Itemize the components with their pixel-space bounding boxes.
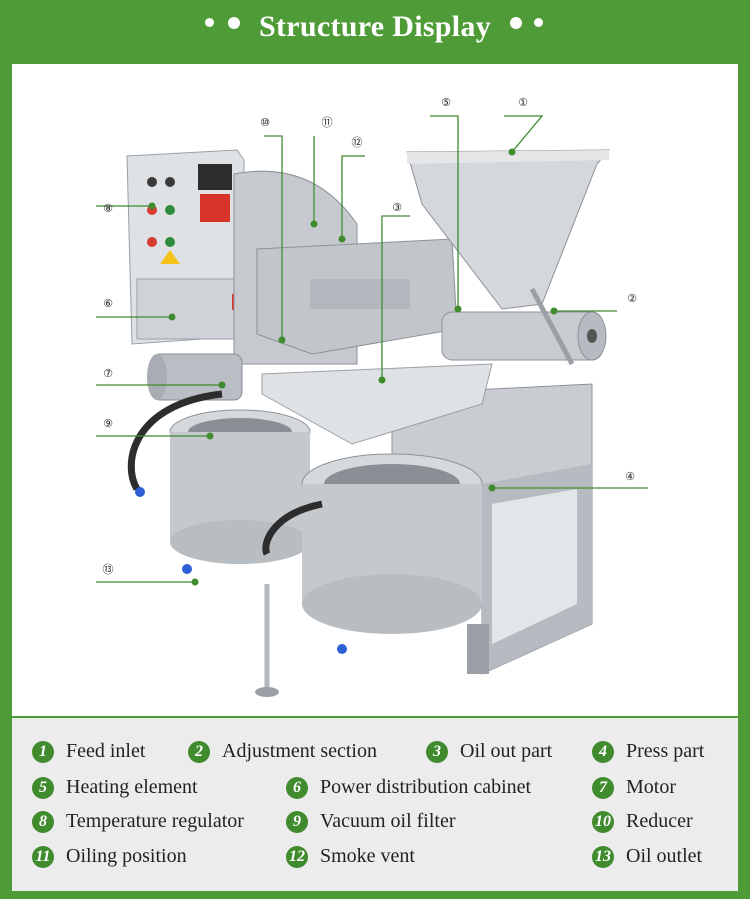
legend-label: Feed inlet	[66, 740, 146, 762]
callout-label-12: ⑫	[352, 136, 363, 149]
legend-label: Oiling position	[66, 845, 187, 867]
callout-labels: ① ② ③ ④ ⑤ ⑥ ⑦ ⑧ ⑨ ⑩ ⑪ ⑫ ⑬	[103, 96, 638, 576]
legend-number: 3	[426, 740, 448, 763]
filter-tank-right	[301, 453, 483, 634]
callout-dot	[338, 235, 346, 243]
legend-label: Temperature regulator	[66, 810, 244, 832]
callout-label-10: ⑩	[260, 116, 270, 129]
page-title: Structure Display	[258, 10, 492, 43]
callout-label-9: ⑨	[103, 417, 113, 430]
legend-item-reducer: 10 Reducer	[592, 810, 693, 833]
callout-dot	[278, 336, 286, 344]
legend-label: Heating element	[66, 776, 198, 798]
legend-number: 10	[592, 810, 614, 833]
legend-item-feed-inlet: 1 Feed inlet	[32, 740, 145, 763]
callout-label-11: ⑪	[322, 116, 333, 129]
callout-label-2: ②	[627, 292, 637, 305]
callout-lines	[96, 115, 648, 583]
hoses-and-valves	[127, 390, 347, 697]
legend-item-heating-element: 5 Heating element	[32, 776, 198, 799]
legend-number: 11	[32, 845, 54, 868]
filter-tank-left	[169, 409, 311, 564]
oil-tray	[261, 363, 493, 445]
callout-line-5	[430, 115, 459, 309]
legend-number: 12	[286, 845, 308, 868]
legend-number: 13	[592, 845, 614, 868]
machine-frame	[391, 383, 593, 675]
callout-dot	[454, 305, 462, 313]
machine-diagram: ① ② ③ ④ ⑤ ⑥ ⑦ ⑧ ⑨ ⑩ ⑪ ⑫ ⑬	[12, 64, 738, 716]
callout-line-10	[264, 135, 283, 340]
callout-dot	[191, 578, 199, 586]
callout-line-1	[504, 115, 544, 153]
legend-number: 1	[32, 740, 54, 763]
callout-label-8: ⑧	[103, 202, 113, 215]
legend-label: Vacuum oil filter	[320, 810, 456, 832]
callout-label-6: ⑥	[103, 297, 113, 310]
callout-label-3: ③	[392, 201, 402, 214]
callout-dot	[310, 220, 318, 228]
legend-label: Power distribution cabinet	[320, 776, 532, 798]
legend-number: 2	[188, 740, 210, 763]
callout-dot	[206, 432, 214, 440]
legend-item-press-part: 4 Press part	[592, 740, 704, 763]
legend-item-motor: 7 Motor	[592, 776, 676, 799]
header-dot	[534, 18, 543, 27]
legend-item-smoke-vent: 12 Smoke vent	[286, 845, 415, 868]
legend-item-vacuum-oil-filter: 9 Vacuum oil filter	[286, 810, 456, 833]
legend-item-oiling-position: 11 Oiling position	[32, 845, 187, 868]
legend-number: 8	[32, 810, 54, 833]
legend-item-temperature-regulator: 8 Temperature regulator	[32, 810, 244, 833]
control-cabinet	[126, 149, 245, 345]
legend-label: Adjustment section	[222, 740, 377, 762]
header-dot	[510, 17, 522, 29]
legend-number: 9	[286, 810, 308, 833]
callout-dot	[148, 202, 156, 210]
callout-dot	[488, 484, 496, 492]
callout-dot	[508, 148, 516, 156]
callout-dot	[550, 307, 558, 315]
callout-dot	[378, 376, 386, 384]
header-band: Structure Display	[0, 0, 750, 62]
legend-label: Motor	[626, 776, 676, 798]
callout-dot	[168, 313, 176, 321]
legend-panel: 1 Feed inlet 2 Adjustment section 3 Oil …	[12, 718, 738, 891]
legend-number: 6	[286, 776, 308, 799]
callout-label-5: ⑤	[441, 96, 451, 109]
legend-item-oil-out-part: 3 Oil out part	[426, 740, 552, 763]
legend-label: Oil outlet	[626, 845, 703, 867]
heating-housing	[256, 238, 458, 355]
header-dot	[228, 17, 240, 29]
legend-label: Smoke vent	[320, 845, 415, 867]
press-screw	[441, 287, 607, 366]
callout-dot	[218, 381, 226, 389]
callout-label-4: ④	[625, 470, 635, 483]
legend-item-adjustment-section: 2 Adjustment section	[188, 740, 377, 763]
callout-line-3	[381, 215, 410, 380]
legend-number: 5	[32, 776, 54, 799]
header-dot	[205, 18, 214, 27]
callout-label-1: ①	[518, 96, 528, 109]
legend-number: 7	[592, 776, 614, 799]
legend-label: Press part	[626, 740, 705, 762]
callout-label-7: ⑦	[103, 367, 113, 380]
legend-label: Oil out part	[460, 740, 553, 762]
legend-label: Reducer	[626, 810, 693, 832]
legend-number: 4	[592, 740, 614, 763]
legend-item-oil-outlet: 13 Oil outlet	[592, 845, 702, 868]
machine-illustration: ① ② ③ ④ ⑤ ⑥ ⑦ ⑧ ⑨ ⑩ ⑪ ⑫ ⑬	[96, 96, 648, 697]
callout-dots	[148, 148, 558, 586]
motor	[147, 353, 243, 401]
legend-item-power-distribution-cabinet: 6 Power distribution cabinet	[286, 776, 531, 799]
callout-label-13: ⑬	[103, 563, 114, 576]
callout-line-12	[341, 155, 365, 239]
